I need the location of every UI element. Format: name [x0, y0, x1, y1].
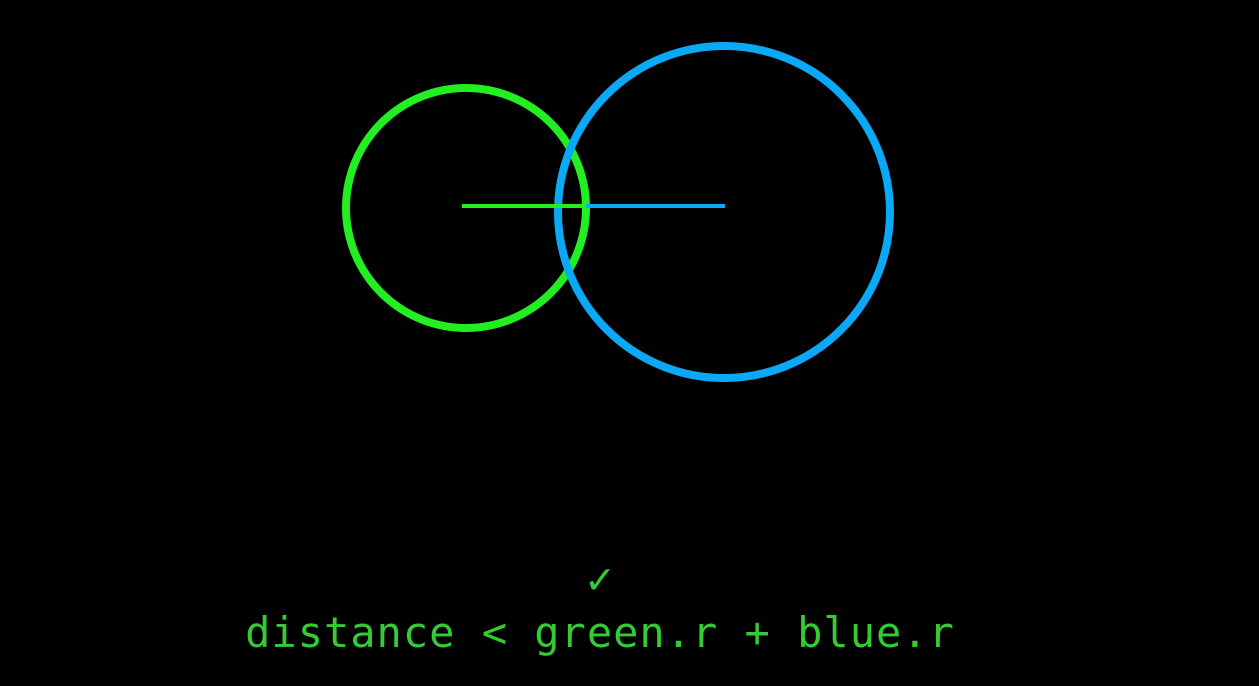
check-icon: ✓ — [584, 558, 616, 602]
collision-formula: distance < green.r + blue.r — [245, 608, 955, 657]
blue-circle — [554, 42, 894, 382]
